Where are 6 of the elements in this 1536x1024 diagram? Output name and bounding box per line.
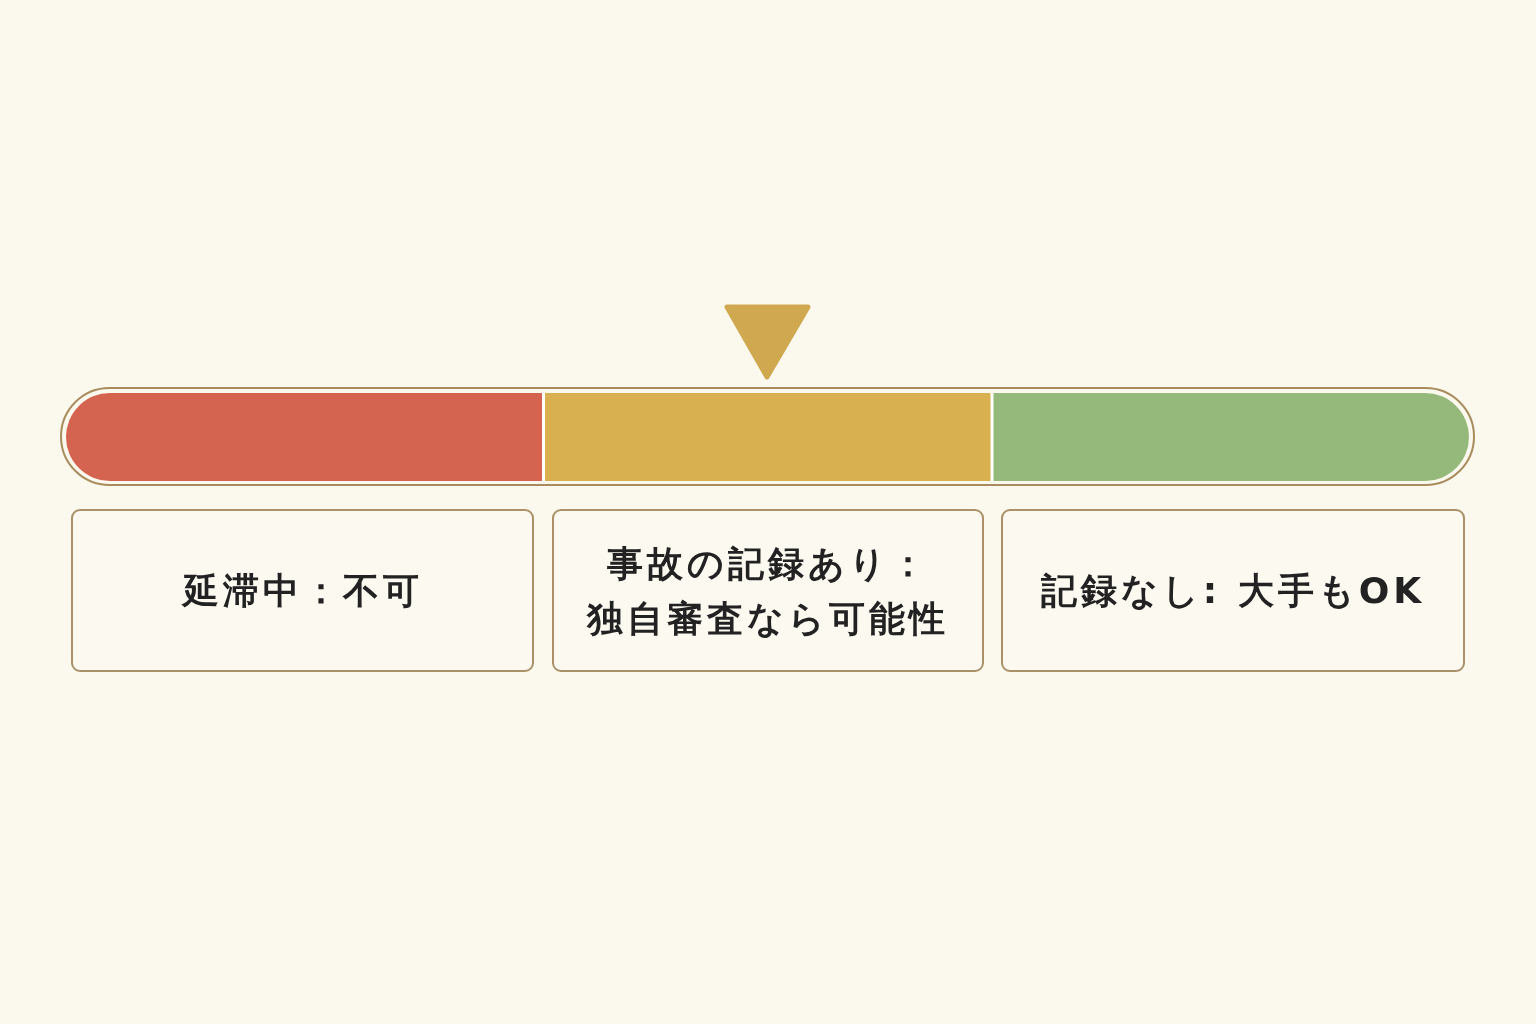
label-box [552, 509, 984, 672]
label-box [1001, 509, 1465, 672]
label-text: 記録なし: 大手もOK [1040, 569, 1426, 613]
label-text: 延滞中：不可 [182, 569, 423, 613]
label-box [71, 509, 534, 672]
label-text: 事故の記録あり：独自審査なら可能性 [585, 541, 950, 641]
